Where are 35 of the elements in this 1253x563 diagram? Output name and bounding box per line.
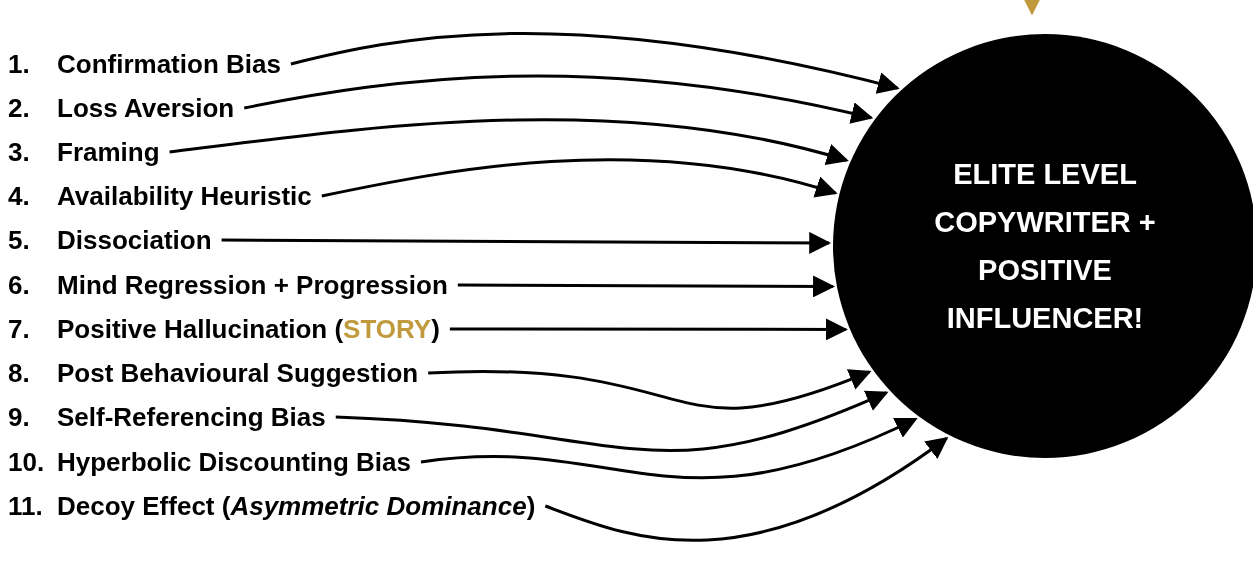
list-item-text: Availability Heuristic <box>57 183 312 209</box>
list-number: 8. <box>8 360 31 386</box>
list-item-text: Dissociation <box>57 227 212 253</box>
arrow <box>221 231 832 254</box>
arrow <box>428 368 872 410</box>
arrow <box>321 158 838 199</box>
list-number: 1. <box>8 51 31 77</box>
arrow <box>243 74 874 125</box>
list-item-text: Loss Aversion <box>57 95 235 121</box>
list-number: 11. <box>8 493 44 519</box>
arrow <box>335 390 889 452</box>
list-number: 7. <box>8 316 31 342</box>
list-number: 10. <box>8 449 46 475</box>
arrow <box>290 32 900 95</box>
list-item-text: Mind Regression + Progression <box>57 272 448 298</box>
list-item-text: Confirmation Bias <box>57 51 281 77</box>
list-item-text: Post Behavioural Suggestion <box>57 360 419 386</box>
list-number: 3. <box>8 139 31 165</box>
list-item-text: Decoy Effect (Asymmetric Dominance) <box>57 493 536 519</box>
list-number: 9. <box>8 404 31 430</box>
arrow <box>457 275 835 298</box>
arrow <box>169 118 849 166</box>
circle-heading: ELITE LEVEL COPYWRITER + POSITIVE INFLUENCER! <box>933 157 1157 336</box>
list-item-text: Positive Hallucination (STORY) <box>57 316 440 342</box>
list-item-text: Hyperbolic Discounting Bias <box>57 449 411 475</box>
arrow <box>544 437 949 542</box>
arrow <box>420 417 918 479</box>
list-number: 6. <box>8 272 31 298</box>
list-number: 2. <box>8 95 31 121</box>
list-number: 5. <box>8 227 31 253</box>
list-item-text: Self-Referencing Bias <box>57 404 326 430</box>
arrow <box>1024 0 1040 16</box>
arrow <box>449 318 848 341</box>
list-item-text: Framing <box>57 139 160 165</box>
list-number: 4. <box>8 183 31 209</box>
